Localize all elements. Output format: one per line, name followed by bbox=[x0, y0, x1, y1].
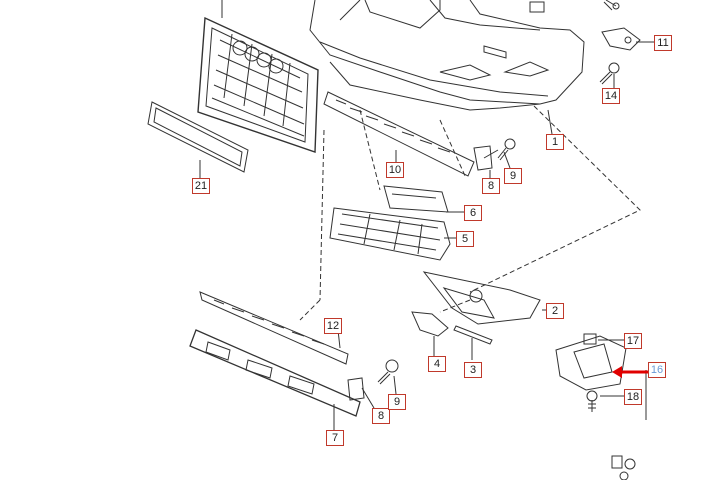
callout-10: 10 bbox=[386, 162, 404, 178]
callout-1: 1 bbox=[546, 134, 564, 150]
callout-11: 11 bbox=[654, 35, 672, 51]
strip-3 bbox=[453, 325, 493, 360]
license-plate-holder bbox=[147, 101, 249, 178]
callout-14: 14 bbox=[602, 88, 620, 104]
callout-12: 12 bbox=[324, 318, 342, 334]
dashed-leader-lines bbox=[299, 105, 641, 321]
bracket-11 bbox=[601, 27, 641, 51]
fog-insert-6 bbox=[383, 185, 449, 213]
callout-18: 18 bbox=[624, 389, 642, 405]
callout-3: 3 bbox=[464, 362, 482, 378]
lower-grille-strip-10 bbox=[323, 91, 475, 177]
callout-9-lower: 9 bbox=[388, 394, 406, 410]
trim-4 bbox=[411, 311, 449, 356]
callout-17: 17 bbox=[624, 333, 642, 349]
clip-8-upper bbox=[473, 145, 499, 171]
bumper-cover bbox=[309, 0, 585, 111]
screw-9-upper bbox=[497, 138, 516, 161]
callout-leaders bbox=[337, 41, 656, 409]
fog-bezel-2 bbox=[422, 271, 541, 325]
callout-16: 16 bbox=[648, 362, 666, 378]
screw-14 bbox=[599, 0, 620, 85]
callout-4: 4 bbox=[428, 356, 446, 372]
callout-21: 21 bbox=[192, 178, 210, 194]
callout-8-lower: 8 bbox=[372, 408, 390, 424]
callout-5: 5 bbox=[456, 231, 474, 247]
highlight-arrow bbox=[612, 366, 650, 378]
lower-strip-12 bbox=[199, 291, 349, 365]
clip-8-lower bbox=[347, 377, 365, 401]
screw-9-lower bbox=[377, 359, 399, 385]
front-grille bbox=[197, 0, 319, 153]
callout-8-upper: 8 bbox=[482, 178, 500, 194]
callout-2: 2 bbox=[546, 303, 564, 319]
hardware-bottom-right bbox=[611, 455, 636, 480]
callout-9-upper: 9 bbox=[504, 168, 522, 184]
lower-spoiler-7 bbox=[189, 329, 361, 430]
fog-grille-5 bbox=[329, 207, 451, 261]
callout-7: 7 bbox=[326, 430, 344, 446]
callout-6: 6 bbox=[464, 205, 482, 221]
